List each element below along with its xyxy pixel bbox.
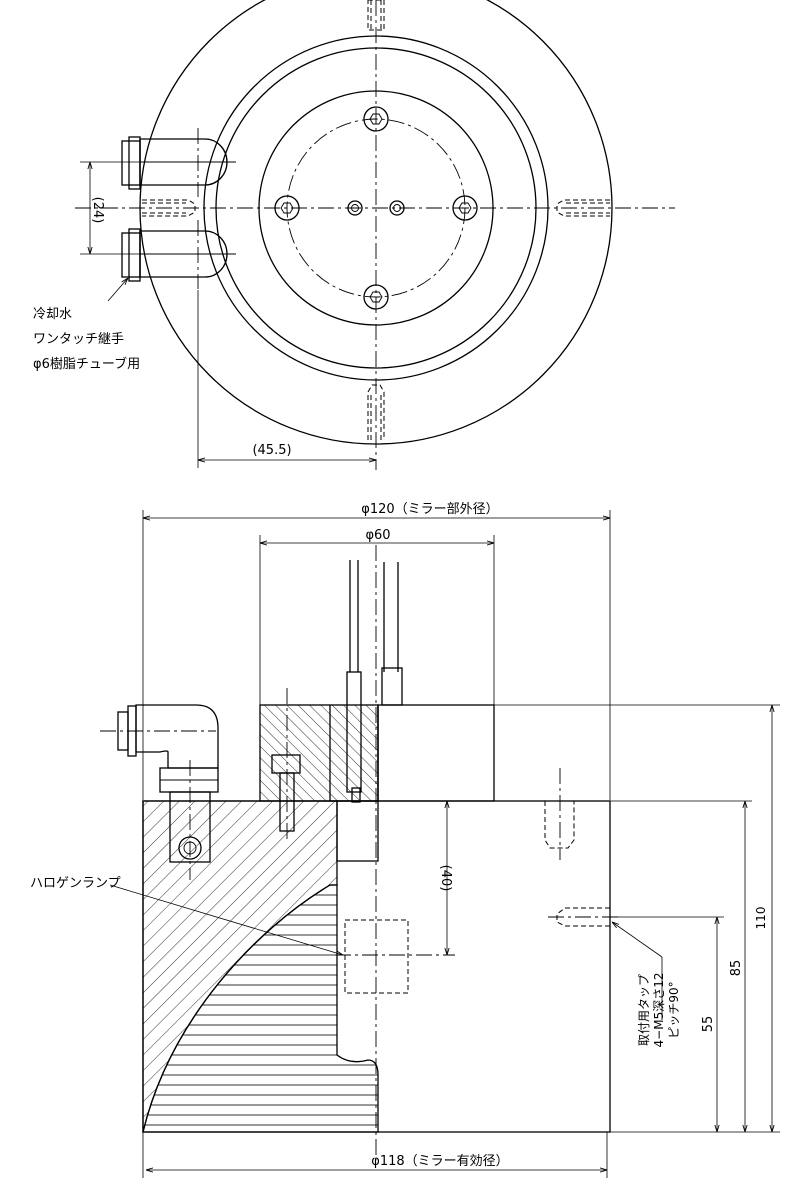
housing-bolt: [271, 688, 301, 840]
side-view: φ120（ミラー部外径） φ60: [30, 502, 780, 1178]
inner-pocket: [336, 800, 379, 862]
cooling-leader: [107, 278, 128, 302]
dim-24-text: (24): [90, 197, 105, 224]
terminal-right: [389, 200, 405, 216]
dim-85-text: 85: [729, 960, 744, 977]
halogen-label: ハロゲンランプ: [30, 876, 121, 891]
top-view: (24) (45.5) 冷却水 ワンタッチ継手 φ6樹脂チューブ用: [33, 0, 675, 470]
cooling-label-line2: ワンタッチ継手: [33, 332, 124, 347]
dimension-phi120: φ120（ミラー部外径）: [142, 502, 611, 800]
dimension-phi118: φ118（ミラー有効径）: [142, 1132, 608, 1178]
tap-label-line2: 4−M5深さ12: [652, 973, 666, 1048]
upper-housing-right: [377, 704, 495, 802]
side-tap-top: [544, 768, 575, 860]
fitting-upper: [121, 128, 236, 197]
tap-label-line3: ピッチ90°: [667, 981, 681, 1038]
dim-45-5-text: (45.5): [252, 443, 291, 458]
terminal-left: [347, 200, 363, 216]
upper-housing-hatch: [259, 704, 379, 802]
dim-phi120-text: φ120（ミラー部外径）: [361, 502, 498, 517]
dim-40-text: (40): [438, 865, 453, 892]
dim-55-text: 55: [701, 1016, 716, 1033]
halogen-lamp-outline: [344, 919, 409, 994]
mirror-section-hatch: [142, 884, 379, 1133]
dimension-45-5: (45.5): [197, 290, 376, 468]
side-tap-right: [548, 907, 620, 927]
tap-label-line1: 取付用タップ: [637, 974, 651, 1046]
cooling-label-line3: φ6樹脂チューブ用: [33, 356, 140, 372]
bolt-hole-bottom: [363, 284, 389, 310]
fitting-lower: [121, 220, 236, 289]
tap-leader: [612, 922, 663, 958]
dim-110-text: 110: [754, 907, 768, 930]
tap-hole-bottom: [367, 384, 385, 440]
cooling-label-line1: 冷却水: [33, 307, 72, 322]
tap-hole-left: [142, 199, 196, 217]
bolt-hole-top: [363, 106, 389, 132]
bolt-hole-right: [452, 195, 478, 221]
dim-phi60-text: φ60: [365, 528, 390, 543]
dimension-55: 55: [610, 916, 724, 1132]
halogen-leader: [109, 884, 343, 955]
dimension-24: (24): [80, 161, 140, 255]
dimension-85: 85: [610, 800, 752, 1132]
lamp-wires: [346, 560, 403, 803]
tap-hole-right: [556, 199, 610, 217]
elbow-fitting: [100, 704, 219, 880]
dimension-110: 110: [494, 704, 780, 1133]
dimension-40: (40): [438, 800, 455, 955]
bolt-hole-left: [274, 195, 300, 221]
tap-hole-top: [367, 0, 385, 31]
dimension-phi60: φ60: [259, 528, 495, 705]
dim-phi118-text: φ118（ミラー有効径）: [371, 1154, 508, 1169]
